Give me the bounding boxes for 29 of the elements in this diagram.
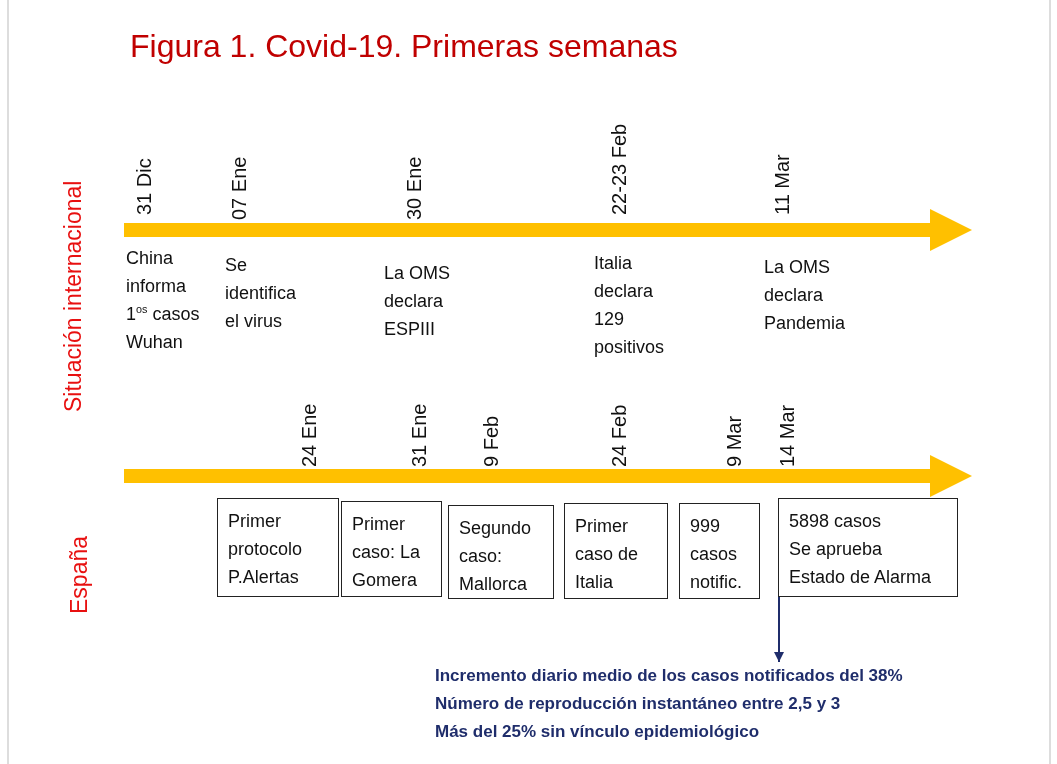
date-label: 14 Mar — [776, 404, 799, 467]
title: Figura 1. Covid-19. Primeras semanas — [130, 28, 678, 65]
date-label: 07 Ene — [228, 156, 251, 220]
date-label: 24 Feb — [608, 404, 631, 467]
event-box: 5898 casos Se aprueba Estado de Alarma — [778, 498, 958, 597]
event-box: Primer caso de Italia — [564, 503, 668, 599]
event-box: Primer caso: La Gomera — [341, 501, 442, 597]
event-box: Primer protocolo P.Alertas — [217, 498, 339, 597]
date-label: 9 Feb — [480, 415, 503, 467]
date-label: 9 Mar — [723, 415, 746, 467]
date-label: 31 Dic — [133, 158, 156, 215]
note-text: Incremento diario medio de los casos notificados del 38% — [435, 665, 903, 687]
note-text: Más del 25% sin vínculo epidemiológico — [435, 721, 761, 743]
event-box: Segundo caso: Mallorca — [448, 505, 554, 599]
event-text: China informa 1$^{os}$ casos Wuhan — [126, 247, 201, 354]
section-label: Situación internacional — [60, 180, 87, 412]
event-box: 999 casos notific. — [679, 503, 760, 599]
date-label: 22-23 Feb — [608, 123, 631, 215]
date-label: 30 Ene — [403, 156, 426, 220]
note-text: Número de reproducción instantáneo entre 2,5 y 3 — [435, 693, 842, 715]
event-text: La OMS declara ESPIII — [384, 262, 452, 341]
event-text: Italia declara 129 positivos — [594, 252, 666, 359]
event-text: La OMS declara Pandemia — [764, 256, 847, 335]
date-label: 24 Ene — [298, 403, 321, 467]
date-label: 31 Ene — [408, 403, 431, 467]
event-text: Se identifica el virus — [225, 254, 298, 333]
section-label: España — [66, 536, 93, 614]
arrow — [774, 596, 784, 663]
date-label: 11 Mar — [771, 154, 794, 215]
